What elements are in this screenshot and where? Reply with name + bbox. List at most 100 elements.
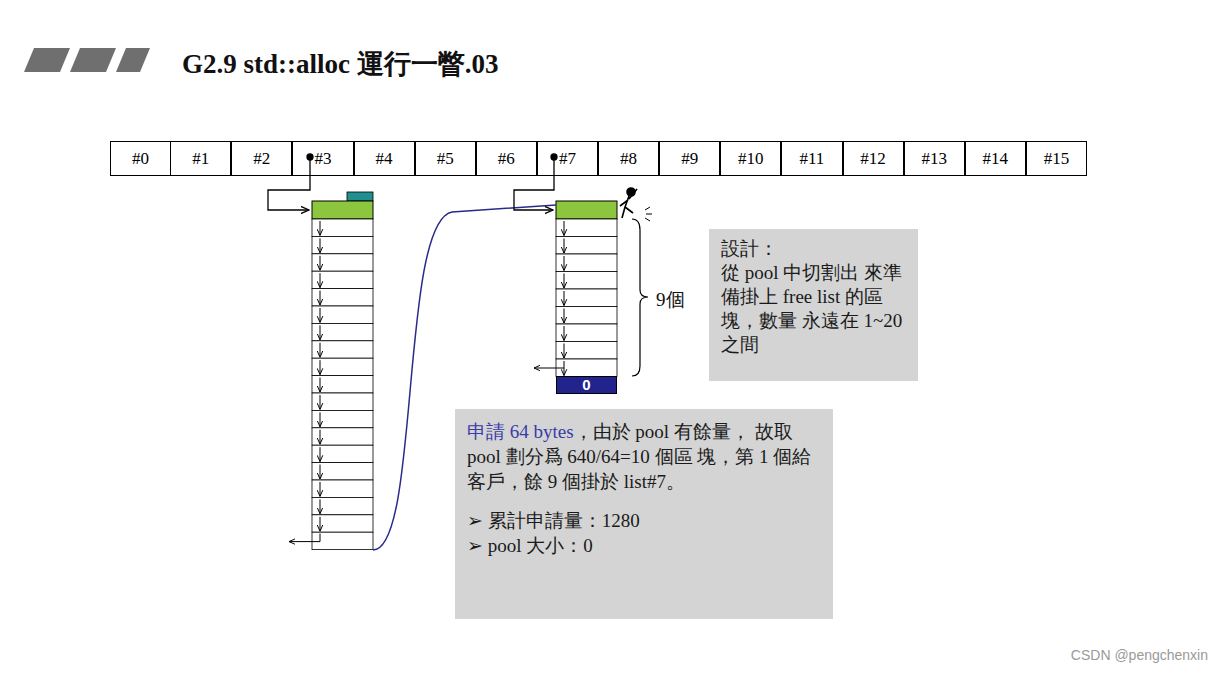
free-chunk [312, 341, 373, 358]
free-chunk [312, 497, 373, 514]
next-pointer [320, 447, 321, 461]
free-list-slot: #0 [110, 141, 171, 176]
free-list-slot: #8 [598, 141, 659, 176]
next-pointer [564, 274, 565, 289]
free-list-slot: #2 [231, 141, 292, 176]
free-chunk [556, 289, 617, 307]
next-pointer [320, 395, 321, 409]
free-list-slot: #12 [843, 141, 904, 176]
free-chunk [312, 289, 373, 306]
free-list-slot: #13 [904, 141, 965, 176]
client-block [347, 192, 373, 201]
next-pointer [320, 291, 321, 305]
node-body: ➢ pool 大小：0 [467, 533, 823, 558]
node-text: #1 [192, 149, 209, 169]
node-text: #14 [983, 149, 1009, 169]
next-pointer [564, 326, 565, 341]
free-chunk [312, 463, 373, 480]
node-text: #7 [559, 149, 576, 169]
next-pointer [564, 239, 565, 254]
free-chunk [312, 445, 373, 462]
free-chunk [312, 358, 373, 375]
free-chunk [312, 376, 373, 393]
next-pointer [320, 517, 321, 531]
free-list-slot: #14 [965, 141, 1026, 176]
allocated-block [312, 201, 373, 219]
null-pointer [289, 541, 320, 542]
next-pointer [320, 221, 321, 235]
node-text: #3 [314, 149, 331, 169]
free-chunk [312, 254, 373, 271]
next-pointer [320, 534, 321, 542]
slide-title: G2.9 std::alloc 運行一瞥.03 [182, 46, 499, 82]
next-pointer [564, 256, 565, 271]
free-list-slot: #11 [781, 141, 842, 176]
next-pointer [564, 221, 565, 236]
free-chunk [312, 271, 373, 288]
node-body: 從 pool 中切割出 來準備掛上 free list 的區塊，數量 永遠在 1… [721, 261, 908, 357]
next-pointer [320, 465, 321, 479]
node-text: 申請 64 bytes [467, 421, 574, 442]
node-text: #4 [376, 149, 393, 169]
next-pointer [320, 499, 321, 513]
node-text: #10 [738, 149, 764, 169]
free-chunk [312, 323, 373, 340]
node-text: 設計： [721, 237, 908, 261]
next-pointer [320, 256, 321, 270]
free-chunk [312, 219, 373, 236]
node-text: #9 [681, 149, 698, 169]
node-text: #2 [253, 149, 270, 169]
free-chunk [312, 480, 373, 497]
free-list-slot: #6 [476, 141, 537, 176]
climber-figure [620, 188, 652, 221]
node-text: #5 [437, 149, 454, 169]
node-text: #6 [498, 149, 515, 169]
next-pointer [564, 344, 565, 359]
design-note: 設計：從 pool 中切割出 來準備掛上 free list 的區塊，數量 永遠… [709, 229, 918, 381]
node-text: #15 [1044, 149, 1070, 169]
free-chunk [312, 410, 373, 427]
free-chunk [556, 272, 617, 290]
request-note: 申請 64 bytes，由於 pool 有餘量， 故取 pool 劃分爲 640… [455, 409, 833, 619]
count-brace [632, 219, 648, 376]
node-text: #0 [132, 149, 149, 169]
next-pointer [320, 412, 321, 426]
free-chunk [312, 428, 373, 445]
free-list-slot: #3 [292, 141, 353, 176]
free-chunk [312, 236, 373, 253]
next-pointer [320, 430, 321, 444]
node-text: #8 [620, 149, 637, 169]
allocated-block [556, 201, 617, 219]
next-pointer [564, 309, 565, 324]
next-pointer [564, 291, 565, 306]
free-list-slot: #5 [415, 141, 476, 176]
pointer-3 [268, 154, 313, 210]
free-chunk [556, 324, 617, 342]
free-chunk [556, 359, 617, 377]
null-block: 0 [556, 376, 617, 394]
free-chunk [556, 237, 617, 255]
next-pointer [320, 308, 321, 322]
free-chunk [556, 307, 617, 325]
node-text: #12 [860, 149, 886, 169]
free-chunk [556, 254, 617, 272]
next-pointer [320, 343, 321, 357]
null-pointer [534, 368, 564, 369]
watermark: CSDN @pengchenxin [1071, 647, 1208, 663]
free-chunk [556, 219, 617, 237]
free-list-slot: #4 [354, 141, 415, 176]
free-list-slot: #9 [659, 141, 720, 176]
free-list-slot: #10 [720, 141, 781, 176]
next-pointer [320, 273, 321, 287]
free-chunk [556, 342, 617, 360]
next-pointer [320, 325, 321, 339]
node-text: 0 [582, 376, 590, 393]
next-pointer [320, 360, 321, 374]
next-pointer [320, 238, 321, 252]
free-chunk [312, 532, 373, 549]
pointer-7 [514, 154, 557, 210]
node-text: #13 [921, 149, 947, 169]
next-pointer [320, 378, 321, 392]
next-pointer [320, 482, 321, 496]
free-list-slot: #15 [1026, 141, 1087, 176]
